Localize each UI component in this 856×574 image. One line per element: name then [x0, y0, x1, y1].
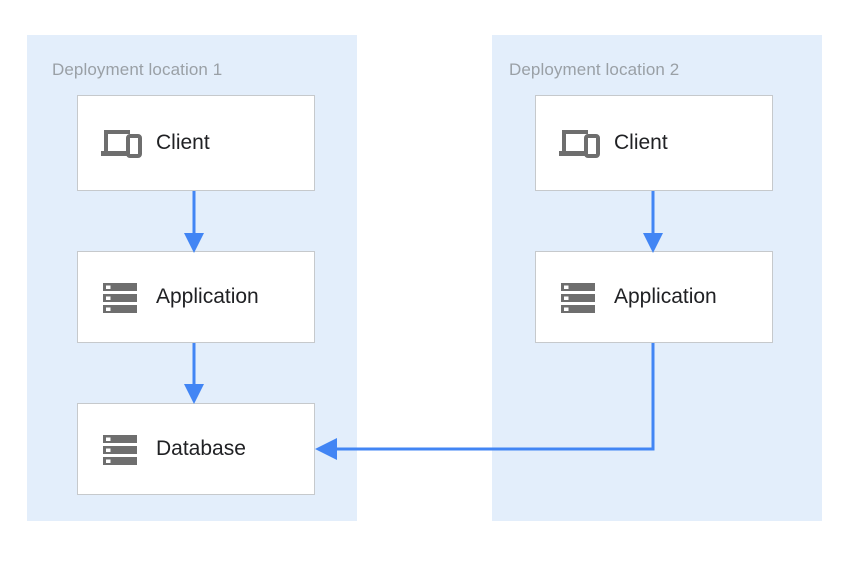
server-icon	[98, 427, 142, 471]
node-client-1-content: Client	[78, 121, 314, 165]
server-icon	[98, 275, 142, 319]
node-client-2-content: Client	[536, 121, 772, 165]
node-application-1[interactable]: Application	[77, 251, 315, 343]
deployment-zone-1-title: Deployment location 1	[52, 60, 223, 79]
devices-icon	[98, 121, 142, 165]
node-client-2-label: Client	[614, 131, 668, 154]
deployment-zone-2-title: Deployment location 2	[509, 60, 680, 79]
node-application-2-content: Application	[536, 275, 772, 319]
node-database-1[interactable]: Database	[77, 403, 315, 495]
node-application-2-label: Application	[614, 285, 717, 308]
node-client-1-label: Client	[156, 131, 210, 154]
node-application-2[interactable]: Application	[535, 251, 773, 343]
node-application-1-content: Application	[78, 275, 314, 319]
node-application-1-label: Application	[156, 285, 259, 308]
node-client-1[interactable]: Client	[77, 95, 315, 191]
devices-icon	[556, 121, 600, 165]
node-database-1-content: Database	[78, 427, 314, 471]
node-client-2[interactable]: Client	[535, 95, 773, 191]
server-icon	[556, 275, 600, 319]
node-database-1-label: Database	[156, 437, 246, 460]
